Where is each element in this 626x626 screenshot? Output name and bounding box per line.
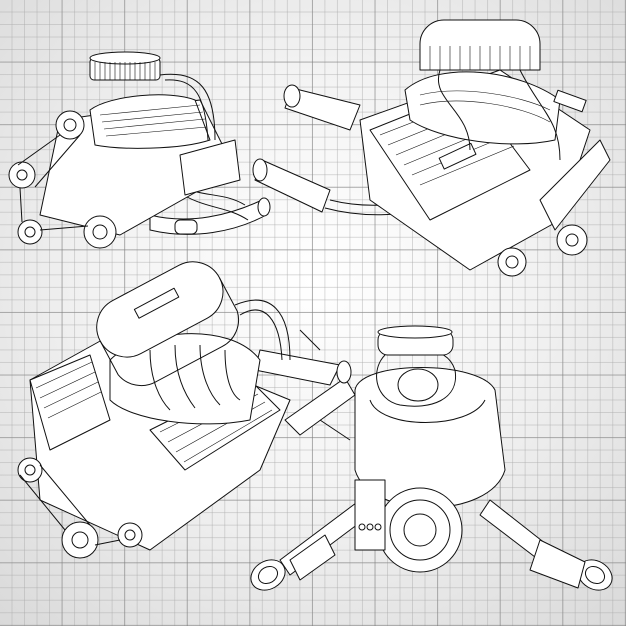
engine-view-bottom-left [17,261,356,559]
engine-view-top-right [252,19,611,277]
engine-view-top-left [8,51,271,249]
engine-view-bottom-right [250,325,613,591]
